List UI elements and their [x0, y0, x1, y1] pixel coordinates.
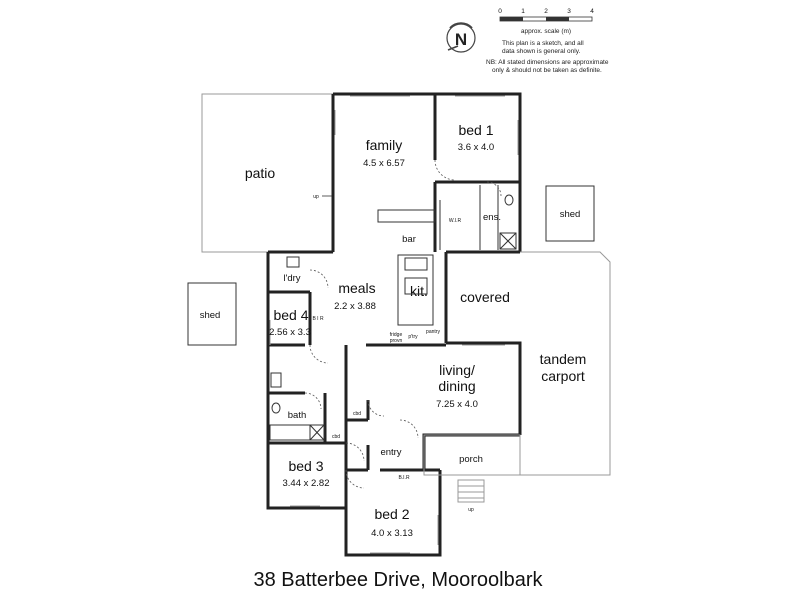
- room-meals: meals 2.2 x 3.88: [334, 280, 376, 312]
- room-name: patio: [245, 165, 276, 181]
- room-dimensions: 2.2 x 3.88: [334, 301, 376, 312]
- room-dimensions: 2.56 x 3.3: [269, 327, 311, 338]
- tandem-carport: tandem carport: [520, 251, 611, 476]
- patio: patio: [201, 93, 334, 253]
- windows: [269, 95, 519, 554]
- scale-tick: 4: [590, 8, 594, 15]
- disclaimer: only & should not be taken as definite.: [492, 67, 602, 74]
- scale-tick: 3: [567, 8, 571, 15]
- room-name: bed 1: [458, 122, 493, 138]
- scale-bar: 0 1 2 3 4 approx. scale (m) This plan is…: [486, 8, 609, 74]
- compass-letter: N: [455, 30, 467, 49]
- scale-tick: 1: [521, 8, 525, 15]
- shed-right: shed: [545, 185, 595, 242]
- room-name: shed: [200, 310, 221, 321]
- ensuite-label: ens.: [483, 212, 501, 223]
- fridge-label: provn: [390, 338, 403, 344]
- room-name: tandem: [540, 351, 587, 367]
- scale-tick: 2: [544, 8, 548, 15]
- room-name: bed 2: [374, 506, 409, 522]
- room-name: shed: [560, 209, 581, 220]
- scale-note: This plan is a sketch, and all: [502, 40, 584, 47]
- room-name: living/: [439, 362, 475, 378]
- room-living-dining: living/ dining 7.25 x 4.0: [436, 362, 478, 410]
- pantry-short-label: p'try: [408, 334, 418, 340]
- shed-left: shed: [187, 282, 237, 346]
- room-name: family: [366, 137, 403, 153]
- laundry-label: l'dry: [283, 273, 300, 284]
- room-dimensions: 3.44 x 2.82: [282, 478, 329, 489]
- scale-label: approx. scale (m): [521, 28, 571, 35]
- house-walls: [266, 92, 522, 557]
- room-dimensions: 4.5 x 6.57: [363, 158, 405, 169]
- scale-note: data shown is general only.: [502, 48, 580, 55]
- up-label: up: [468, 507, 474, 513]
- fixtures: [269, 194, 517, 441]
- room-name: bed 4: [273, 307, 308, 323]
- room-dimensions: 3.6 x 4.0: [458, 142, 494, 153]
- bath-label: bath: [288, 410, 307, 421]
- disclaimer: NB: All stated dimensions are approximat…: [486, 59, 609, 66]
- room-name: covered: [460, 289, 510, 305]
- fridge-label: fridge: [390, 332, 403, 338]
- pantry-label: pantry: [426, 329, 440, 335]
- kitchen-label: kit.: [410, 283, 428, 299]
- covered-area: covered: [460, 289, 510, 305]
- cbd-label: cbd: [353, 411, 361, 417]
- room-name: meals: [338, 280, 375, 296]
- room-bed-2: bed 2 4.0 x 3.13: [371, 506, 413, 539]
- room-family: family 4.5 x 6.57: [363, 137, 405, 169]
- cbd-label: cbd: [332, 434, 340, 440]
- address-title: 38 Batterbee Drive, Mooroolbark: [253, 569, 543, 591]
- room-name: dining: [438, 378, 475, 394]
- compass-icon: N: [446, 22, 476, 53]
- porch-area: up: [423, 434, 521, 513]
- room-name: bed 3: [288, 458, 323, 474]
- bir-label: B I R: [312, 316, 324, 322]
- bir-label: B.I.R: [398, 475, 410, 481]
- room-bed-4: bed 4 2.56 x 3.3: [269, 307, 311, 338]
- room-bed-3: bed 3 3.44 x 2.82: [282, 458, 329, 489]
- room-dimensions: 4.0 x 3.13: [371, 528, 413, 539]
- bar-label: bar: [402, 234, 416, 245]
- room-dimensions: 7.25 x 4.0: [436, 399, 478, 410]
- entry-label: entry: [380, 447, 401, 458]
- scale-tick: 0: [498, 8, 502, 15]
- room-name: carport: [541, 368, 585, 384]
- up-label: up: [313, 194, 319, 200]
- room-bed-1: bed 1 3.6 x 4.0: [458, 122, 494, 153]
- porch-label: porch: [459, 454, 483, 465]
- door-swings: [304, 159, 502, 489]
- wir-label: W.I.R: [449, 218, 462, 224]
